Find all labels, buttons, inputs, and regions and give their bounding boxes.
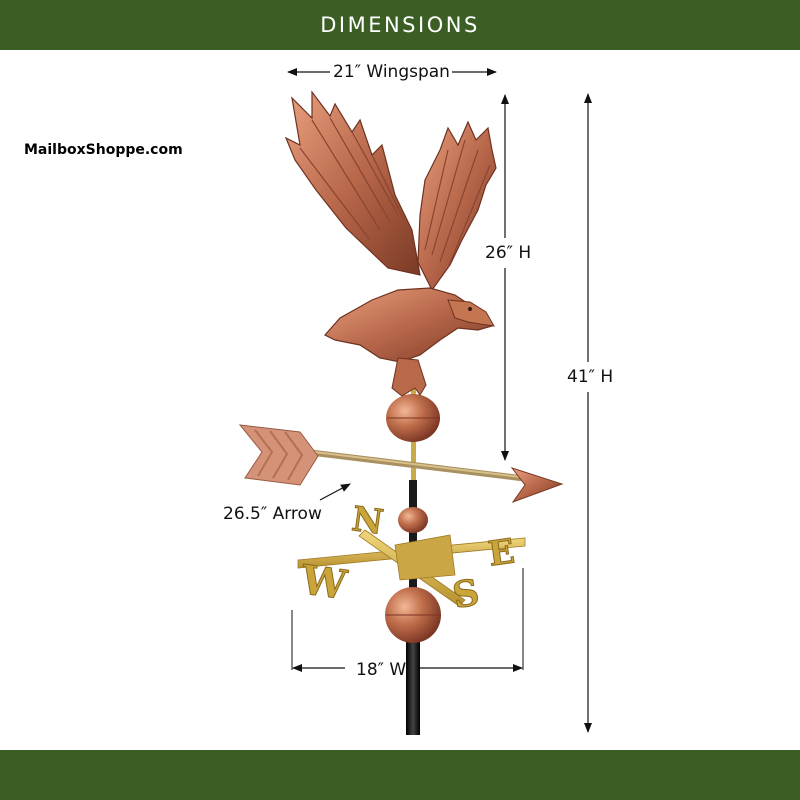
eagle-body — [324, 287, 494, 363]
arrow-length-pointer — [319, 483, 351, 501]
total-height-label: 41″ H — [567, 367, 614, 387]
pole — [406, 640, 420, 735]
width-label: 18″ W — [356, 660, 407, 680]
compass-letter-south: S — [449, 571, 482, 617]
middle-ball — [398, 507, 428, 533]
compass-letter-east: E — [486, 531, 517, 574]
compass-letters: N W E S — [297, 499, 518, 618]
wingspan-label: 21″ Wingspan — [333, 62, 450, 82]
eagle-height-label: 26″ H — [485, 243, 532, 263]
arrow — [238, 424, 564, 504]
eagle-left-wing — [284, 90, 421, 276]
arrow-length-label: 26.5″ Arrow — [223, 504, 322, 524]
eagle-right-wing — [417, 120, 497, 292]
compass-letter-west: W — [297, 556, 350, 609]
compass-letter-north: N — [349, 499, 385, 543]
header-title: DIMENSIONS — [320, 13, 480, 37]
footer-bar — [0, 750, 800, 800]
arrow-tail — [238, 424, 319, 486]
header-bar: DIMENSIONS — [0, 0, 800, 50]
eagle-talons — [391, 357, 427, 397]
compass-directional — [297, 529, 526, 607]
eagle — [284, 90, 497, 397]
arrow-head — [510, 467, 564, 504]
eagle-eye — [468, 307, 472, 311]
dimension-lines — [287, 68, 592, 733]
watermark-text: MailboxShoppe.com — [24, 142, 183, 158]
eagle-head — [447, 299, 495, 327]
